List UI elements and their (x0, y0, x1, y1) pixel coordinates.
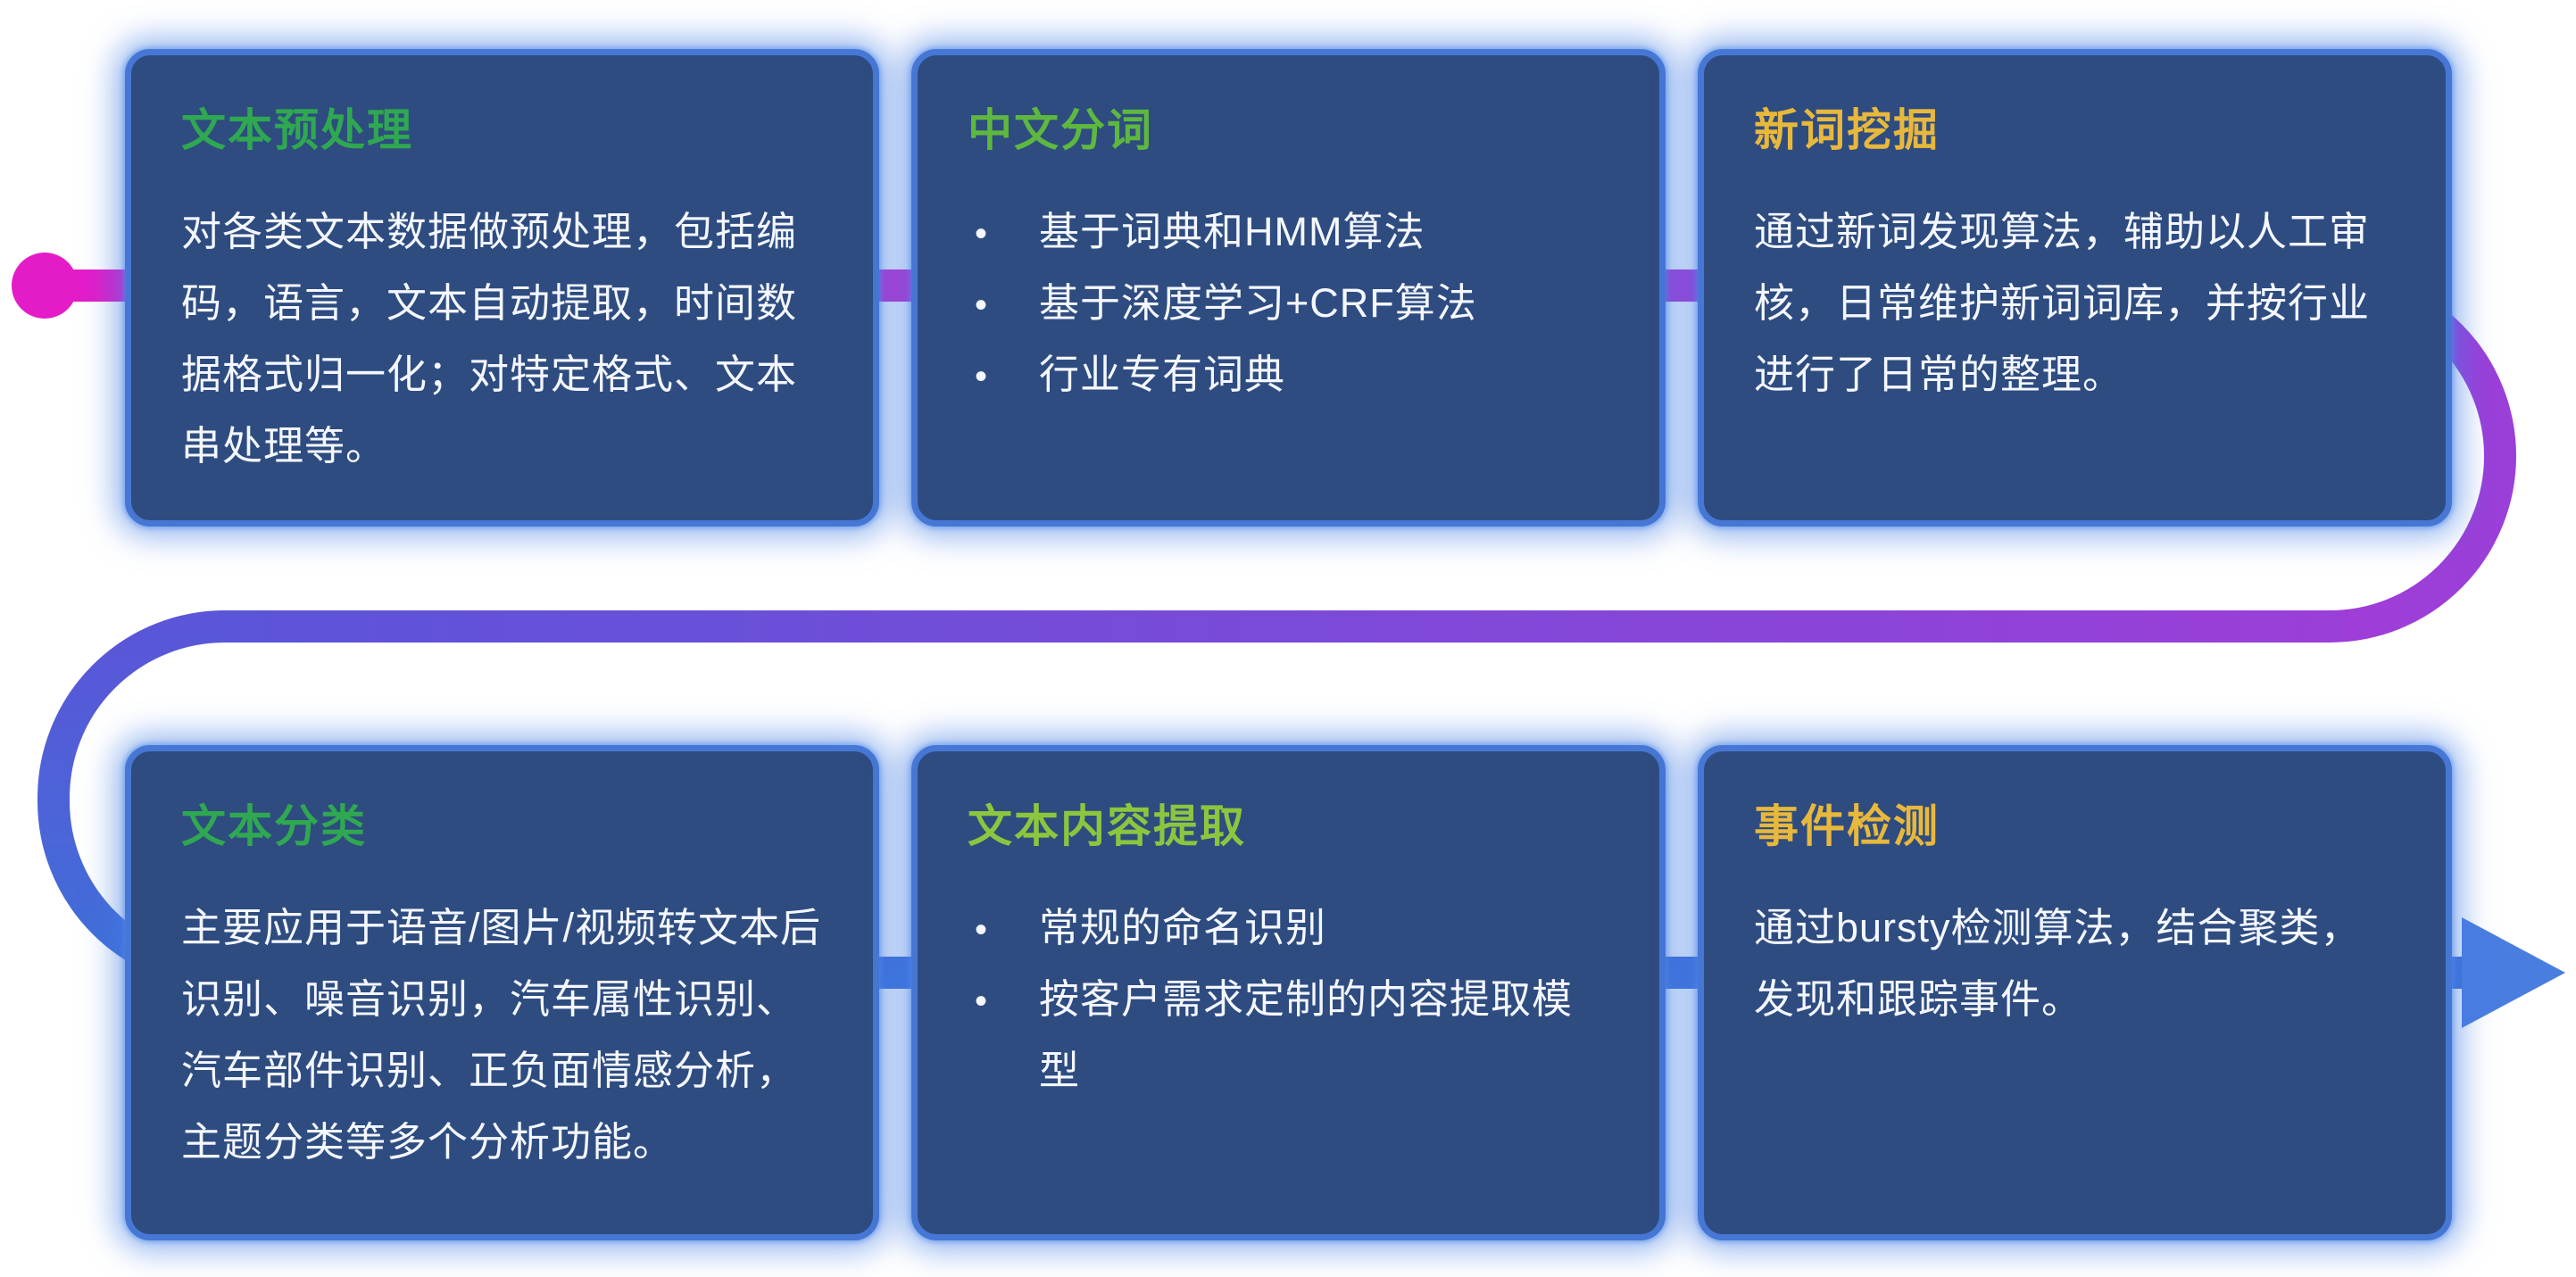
bullet-list: • 基于词典和HMM算法 • 基于深度学习+CRF算法 • 行业专有词典 (968, 196, 1609, 410)
row-1: 文本预处理 对各类文本数据做预处理，包括编码，语言，文本自动提取，时间数据格式归… (125, 49, 2576, 527)
bullet-text: 行业专有词典 (1039, 352, 1286, 398)
bullet-text: 按客户需求定制的内容提取模型 (1039, 976, 1574, 1094)
card-title: 文本分类 (181, 801, 367, 851)
card-text-content-extraction: 文本内容提取 • 常规的命名识别 • 按客户需求定制的内容提取模型 (911, 745, 1666, 1240)
bullet-text: 常规的命名识别 (1039, 905, 1327, 950)
bullet-text: 基于词典和HMM算法 (1039, 209, 1425, 254)
card-title: 事件检测 (1754, 801, 1940, 851)
card-text-classification: 文本分类 主要应用于语音/图片/视频转文本后识别、噪音识别，汽车属性识别、汽车部… (125, 745, 879, 1240)
card-title: 文本预处理 (181, 105, 413, 155)
bullet-text: 基于深度学习+CRF算法 (1039, 280, 1477, 327)
bullet-icon: • (975, 982, 989, 1022)
card-body: 通过bursty检测算法，结合聚类，发现和跟踪事件。 (1754, 905, 2362, 1023)
bullet-icon: • (975, 286, 989, 326)
card-title: 新词挖掘 (1754, 105, 1940, 155)
list-item: • 基于深度学习+CRF算法 (968, 268, 1609, 339)
flow-start-dot-icon (12, 253, 78, 319)
bullet-list: • 常规的命名识别 • 按客户需求定制的内容提取模型 (968, 892, 1609, 1107)
bullet-icon: • (975, 214, 989, 253)
list-item: • 基于词典和HMM算法 (968, 196, 1609, 268)
bullet-icon: • (975, 357, 989, 397)
row-2: 文本分类 主要应用于语音/图片/视频转文本后识别、噪音识别，汽车属性识别、汽车部… (125, 745, 2576, 1240)
list-item: • 行业专有词典 (968, 339, 1609, 410)
cards-grid: 文本预处理 对各类文本数据做预处理，包括编码，语言，文本自动提取，时间数据格式归… (125, 49, 2576, 1240)
list-item: • 常规的命名识别 (968, 892, 1609, 964)
card-title: 文本内容提取 (968, 801, 1246, 851)
card-title: 中文分词 (968, 105, 1153, 155)
list-item: • 按客户需求定制的内容提取模型 (968, 964, 1609, 1107)
bullet-icon: • (975, 910, 989, 949)
card-body: 通过新词发现算法，辅助以人工审核，日常维护新词词库，并按行业进行了日常的整理。 (1754, 209, 2371, 398)
card-text-preprocessing: 文本预处理 对各类文本数据做预处理，包括编码，语言，文本自动提取，时间数据格式归… (125, 49, 879, 527)
card-new-word-mining: 新词挖掘 通过新词发现算法，辅助以人工审核，日常维护新词词库，并按行业进行了日常… (1698, 49, 2452, 527)
card-body: 对各类文本数据做预处理，包括编码，语言，文本自动提取，时间数据格式归一化；对特定… (181, 209, 798, 469)
card-chinese-word-segmentation: 中文分词 • 基于词典和HMM算法 • 基于深度学习+CRF算法 • 行业专有词… (911, 49, 1666, 527)
flow-arrow-icon (2462, 917, 2565, 1028)
card-event-detection: 事件检测 通过bursty检测算法，结合聚类，发现和跟踪事件。 (1698, 745, 2452, 1240)
card-body: 主要应用于语音/图片/视频转文本后识别、噪音识别，汽车属性识别、汽车部件识别、正… (181, 905, 822, 1165)
